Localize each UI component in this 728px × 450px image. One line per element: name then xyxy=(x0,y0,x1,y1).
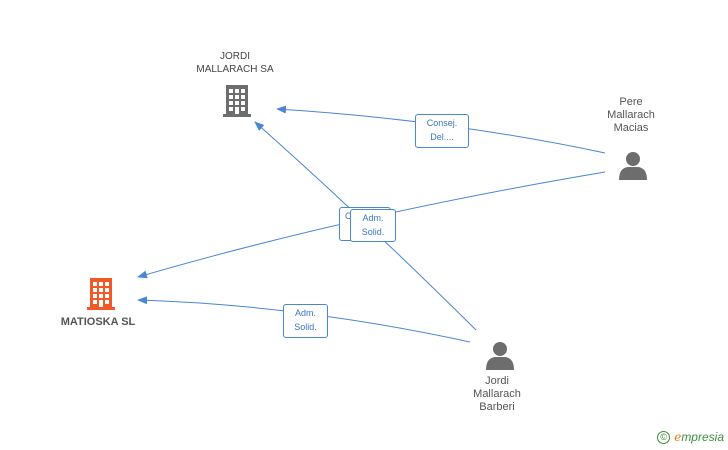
edge-label-line: Del.... xyxy=(430,132,454,142)
edge-label-line: Solid. xyxy=(361,227,385,237)
label-line: Mallarach xyxy=(473,388,521,400)
edge-label-line: Solid. xyxy=(294,322,317,332)
label-line: Jordi xyxy=(485,375,509,387)
brand-rest: mpresia xyxy=(681,430,724,444)
label-line: Barberi xyxy=(479,401,515,413)
edge-label-line: Consej. xyxy=(426,118,458,128)
building-icon[interactable] xyxy=(87,278,115,310)
edge-label-adm-solid[interactable]: Adm. Solid. xyxy=(283,304,328,338)
label-line: JORDI xyxy=(220,51,250,62)
edge-label-line: Adm. xyxy=(294,308,316,318)
edge-label-adm-solid[interactable]: Adm. Solid. xyxy=(350,209,396,242)
node-label-jordi-mallarach-barberi[interactable]: Jordi Mallarach Barberi xyxy=(466,375,528,414)
node-label-matioska-sl[interactable]: MATIOSKA SL xyxy=(60,316,136,328)
label-line: Mallarach xyxy=(607,109,655,121)
edge-label-consej-del[interactable]: Consej. Del.... xyxy=(415,114,469,148)
edge-label-line: C xyxy=(345,211,352,221)
person-icon[interactable] xyxy=(486,342,514,370)
node-label-jordi-mallarach-sa[interactable]: JORDI MALLARACH SA xyxy=(185,50,285,76)
edge-label-line: Adm. xyxy=(362,213,384,223)
building-icon[interactable] xyxy=(223,84,251,118)
brand-e: e xyxy=(674,430,682,444)
label-line: Pere xyxy=(619,96,643,108)
empresia-logo[interactable]: ©empresia xyxy=(657,430,724,444)
node-label-pere-mallarach-macias[interactable]: Pere Mallarach Macias xyxy=(600,96,662,135)
person-icon[interactable] xyxy=(619,152,647,180)
label-line: MALLARACH SA xyxy=(196,64,274,75)
label-line: Macias xyxy=(613,122,649,134)
copyright-icon: © xyxy=(657,431,671,444)
